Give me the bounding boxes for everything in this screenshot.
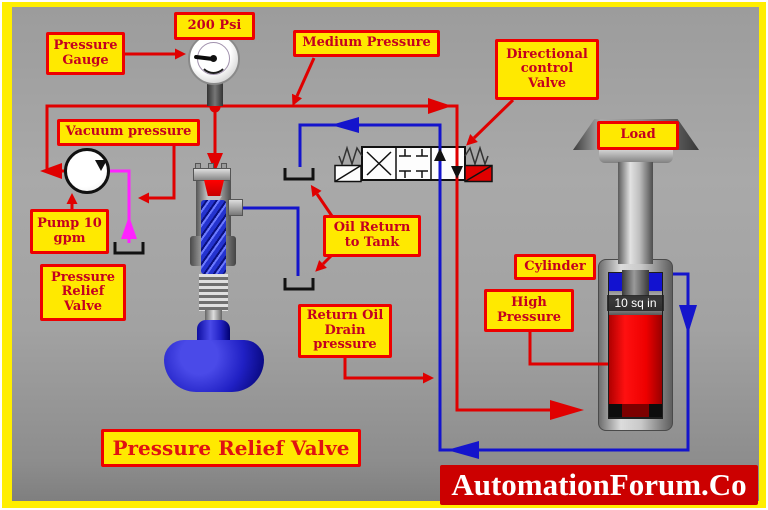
- label-load: Load: [597, 121, 679, 150]
- tank-symbol-pump: [113, 242, 145, 255]
- valve-closed-ports: [399, 149, 428, 178]
- piston-rod: [618, 162, 653, 264]
- cylinder-bottom-port: [622, 404, 649, 417]
- valve-arrow-up: [434, 148, 446, 161]
- label-cylinder: Cylinder: [514, 254, 596, 280]
- connector-directional-valve: [466, 98, 515, 146]
- flow-arrow-to-cylinder: [550, 400, 584, 420]
- connector-return-oil-drain: [343, 357, 434, 384]
- connector-high-pressure: [528, 330, 608, 366]
- flow-arrow-return-bottom: [447, 441, 479, 459]
- load-cap: [599, 149, 673, 163]
- connector-medium-pressure: [291, 57, 316, 107]
- pump-direction-icon: [95, 160, 107, 171]
- flow-arrow-pump-out: [40, 163, 62, 179]
- valve-arrow-down: [451, 166, 463, 179]
- label-directional-control-valve: Directional control Valve: [495, 39, 599, 100]
- directional-valve-symbol: [334, 145, 493, 183]
- watermark: AutomationForum.Co: [440, 465, 758, 505]
- label-pressure-relief-valve: Pressure Relief Valve: [40, 264, 126, 321]
- pressure-gauge: [188, 33, 240, 85]
- gauge-hub: [210, 55, 217, 62]
- label-pump: Pump 10 gpm: [30, 209, 109, 254]
- flow-arrow-suction-up: [121, 216, 137, 239]
- hydraulic-pump: [64, 148, 110, 194]
- connector-vacuum-pressure: [138, 144, 176, 204]
- diagram-title: Pressure Relief Valve: [101, 429, 361, 467]
- relief-valve-pressure-chamber: [204, 180, 224, 200]
- piston-area-text: 10 sq in: [607, 295, 664, 311]
- gauge-scale-arc: [199, 45, 228, 74]
- flow-arrow-supply-right: [428, 98, 452, 114]
- flow-arrow-cylinder-out: [679, 305, 697, 334]
- label-high-pressure: High Pressure: [484, 289, 574, 332]
- relief-valve-knob: [164, 340, 264, 392]
- tank-symbol-bottom: [283, 278, 315, 291]
- tank-symbol-top: [283, 168, 315, 181]
- label-oil-return-to-tank: Oil Return to Tank: [323, 215, 421, 257]
- label-vacuum-pressure: Vacuum pressure: [57, 119, 200, 146]
- label-return-oil-drain-pressure: Return Oil Drain pressure: [298, 304, 392, 358]
- relief-valve-adjuster-thread: [199, 274, 228, 311]
- gauge-stem: [207, 80, 223, 106]
- cylinder-high-pressure-fluid: [609, 313, 662, 406]
- relief-valve-outlet-port: [228, 199, 243, 216]
- valve-crossed-arrows: [366, 151, 392, 176]
- cylinder-rod-gland: [622, 270, 649, 296]
- connector-oil-return-top: [310, 184, 336, 220]
- relief-valve-spring: [201, 200, 226, 274]
- oil-return-line: [298, 123, 690, 452]
- valve-spring-left: [338, 145, 363, 167]
- label-pressure-gauge: Pressure Gauge: [46, 32, 125, 75]
- relief-valve-return-line: [242, 206, 300, 276]
- flow-arrow-to-relief-valve: [207, 153, 223, 172]
- valve-spring-right: [464, 145, 489, 167]
- label-gauge-value: 200 Psi: [174, 12, 255, 40]
- flow-arrow-return-top: [331, 117, 359, 133]
- label-medium-pressure: Medium Pressure: [293, 30, 440, 57]
